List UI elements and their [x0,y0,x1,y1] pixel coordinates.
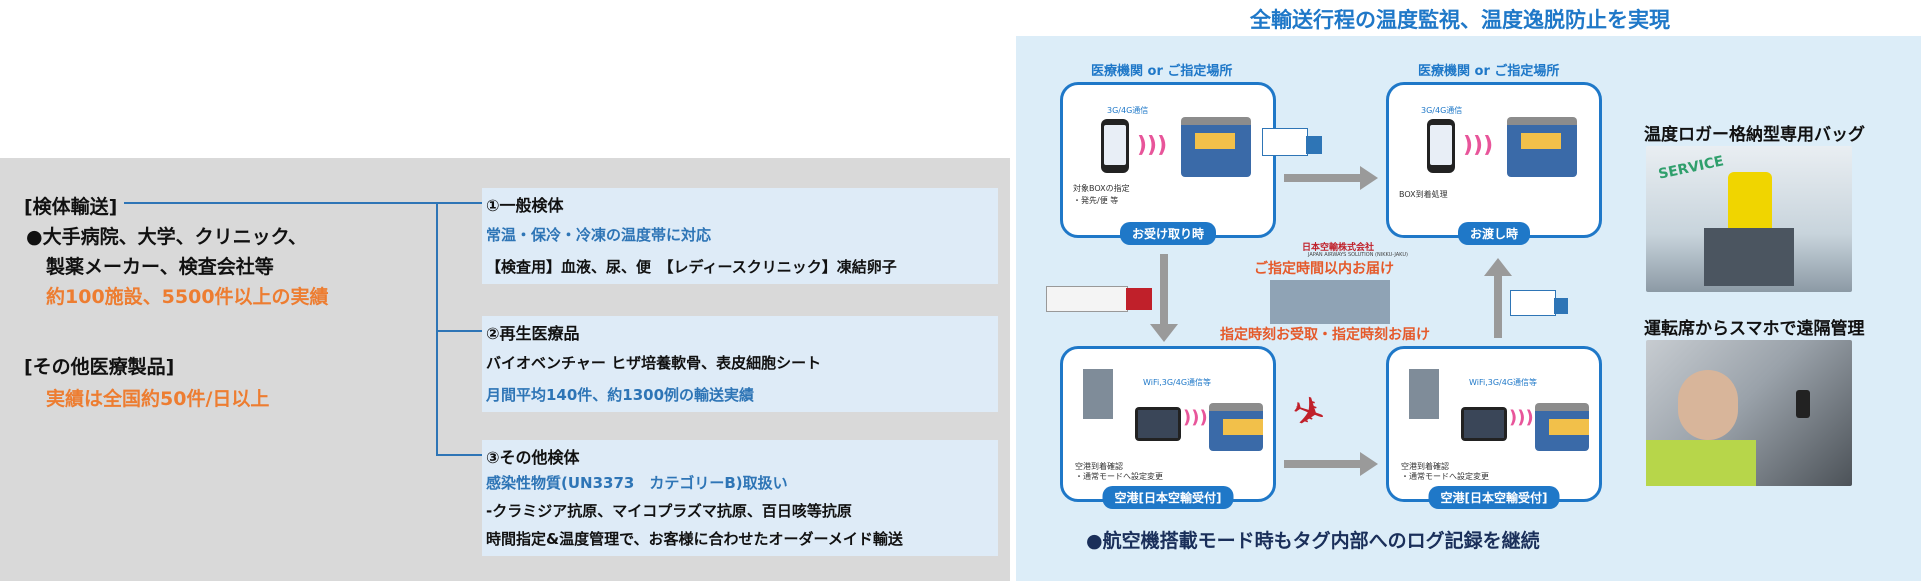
control-tower-icon [1083,369,1113,419]
truck-cab-icon [1126,288,1152,310]
smartphone-icon [1101,119,1129,173]
category-box-regenerative: ②再生医療品 バイオベンチャー ヒザ培養軟骨、表皮細胞シート 月間平均140件、… [482,316,998,412]
left-panel: [検体輸送] ●大手病院、大学、クリニック、 製薬メーカー、検査会社等 約100… [0,158,1010,581]
smartphone-icon [1796,390,1810,418]
bag-shape [1704,228,1794,286]
tablet-icon [1461,407,1507,441]
card-note: 空港到着確認 [1401,462,1449,471]
results-specimen: 約100施設、5500件以上の実績 [46,286,329,308]
cooler-box-icon [1209,403,1263,451]
signal-icon: ))) [1137,133,1168,158]
truck-cab-icon [1554,298,1568,314]
card-note: ・通常モードへ設定変更 [1401,472,1489,481]
clients-line-1: ●大手病院、大学、クリニック、 [26,226,307,248]
card-note: ・発先/便 等 [1073,196,1119,205]
flow-arrows [1150,166,1512,476]
photo-logger-bag: SERVICE [1646,146,1852,292]
photo-title-bag: 温度ロガー格納型専用バッグ [1644,125,1865,145]
card-badge: お受け取り時 [1119,222,1217,245]
cooler-box-icon [1535,403,1589,451]
category-line: 時間指定&温度管理で、お客様に合わせたオーダーメイド輸送 [486,530,903,548]
photo-sign: SERVICE [1657,153,1726,183]
category-line: 【検査用】血液、尿、便 【レディースクリニック】凍結卵子 [486,258,897,276]
connector-branch-2 [436,330,482,332]
category-title: ③その他検体 [486,448,580,467]
driver-figure [1678,370,1738,440]
category-line: 常温・保冷・冷凍の温度帯に対応 [486,226,712,244]
specimen-transport-heading: [検体輸送] [24,196,118,218]
category-title: ①一般検体 [486,196,564,215]
company-name: 日本空輸株式会社 [1302,243,1375,253]
connector-branch-3 [436,454,482,456]
photo-driver-phone [1646,340,1852,486]
connector-line [124,202,436,204]
connector-trunk [436,202,438,456]
signal-icon: ))) [1183,407,1208,428]
network-label: WiFi,3G/4G通信等 [1469,378,1538,387]
card-pickup: ))) 3G/4G通信 対象BOXの指定 ・発先/便 等 お受け取り時 [1060,82,1276,245]
time-text-2: 指定時刻お受取・指定時刻お届け [1220,327,1430,343]
truck-cab-icon [1306,136,1322,154]
card-badge: お渡し時 [1457,222,1531,245]
clients-line-2: 製薬メーカー、検査会社等 [46,256,274,278]
category-line: 感染性物質(UN3373 カテゴリーB)取扱い [486,474,788,492]
tablet-icon [1135,407,1181,441]
card-note: ・通常モードへ設定変更 [1075,472,1163,481]
smartphone-icon [1427,119,1455,173]
delivery-truck-icon [1510,290,1556,316]
card-delivery: ))) 3G/4G通信 BOX到着処理 お渡し時 [1386,82,1602,245]
cooler-box-icon [1507,117,1577,177]
category-line: -クラミジア抗原、マイコプラズマ抗原、百日咳等抗原 [486,502,852,520]
category-title: ②再生医療品 [486,324,580,343]
connector-branch-1 [436,202,482,204]
card-badge: 空港[日本空輸受付] [1102,486,1234,509]
results-other: 実績は全国約50件/日以上 [46,388,270,410]
signal-icon: ))) [1463,133,1494,158]
card-badge: 空港[日本空輸受付] [1428,486,1560,509]
control-tower-icon [1409,369,1439,419]
photo-title-remote: 運転席からスマホで遠隔管理 [1644,319,1865,339]
network-label: WiFi,3G/4G通信等 [1143,378,1212,387]
other-products-heading: [その他医療製品] [24,356,175,378]
safety-vest [1646,440,1756,486]
right-footer: ●航空機搭載モード時もタグ内部へのログ記録を継続 [1086,530,1540,552]
category-box-other: ③その他検体 感染性物質(UN3373 カテゴリーB)取扱い -クラミジア抗原、… [482,440,998,556]
cooler-box-icon [1181,117,1251,177]
card-note: 空港到着確認 [1075,462,1123,471]
delivery-truck-icon [1262,128,1308,156]
card-airport-destination: ))) WiFi,3G/4G通信等 空港到着確認 ・通常モードへ設定変更 空港[… [1386,346,1602,509]
time-text-1: ご指定時間以内お届け [1254,261,1394,277]
company-name-en: JAPAN AIRWAYS SOLUTION (NIKKU-JAKU) [1308,252,1408,258]
category-line: 月間平均140件、約1300例の輸送実績 [486,386,755,404]
category-box-general: ①一般検体 常温・保冷・冷凍の温度帯に対応 【検査用】血液、尿、便 【レディース… [482,188,998,284]
trailer-truck-icon [1046,286,1128,312]
location-caption-right: 医療機関 or ご指定場所 [1418,64,1560,79]
category-line: バイオベンチャー ヒザ培養軟骨、表皮細胞シート [486,354,822,372]
vehicles-photo [1270,280,1390,324]
network-label: 3G/4G通信 [1107,106,1149,115]
card-airport-origin: ))) WiFi,3G/4G通信等 空港到着確認 ・通常モードへ設定変更 空港[… [1060,346,1276,509]
right-title: 全輸送行程の温度監視、温度逸脱防止を実現 [1250,8,1670,32]
signal-icon: ))) [1509,407,1534,428]
network-label: 3G/4G通信 [1421,106,1463,115]
right-panel: 医療機関 or ご指定場所 医療機関 or ご指定場所 ))) 3G/4G通信 … [1016,36,1921,581]
card-note: BOX到着処理 [1399,190,1448,199]
card-note: 対象BOXの指定 [1073,184,1130,193]
location-caption-left: 医療機関 or ご指定場所 [1091,64,1233,79]
